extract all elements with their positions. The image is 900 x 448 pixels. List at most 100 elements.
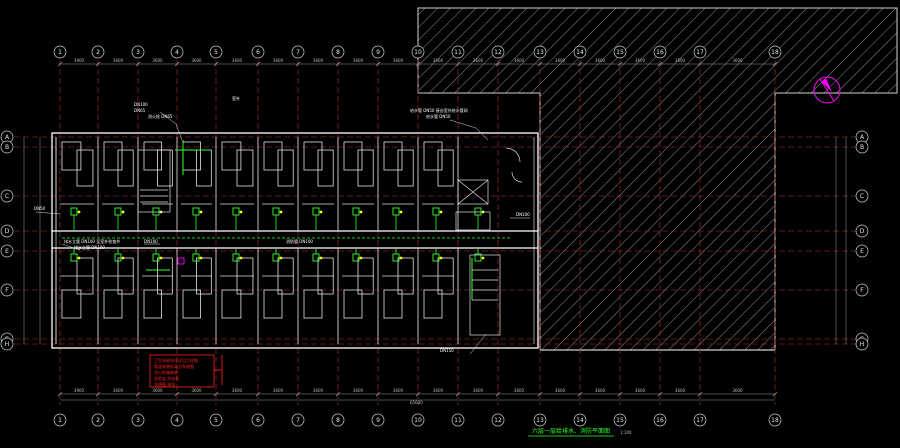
svg-text:E: E [5,248,9,255]
svg-text:A: A [860,134,865,141]
svg-text:9: 9 [376,417,380,424]
axis-bubble-bottom-15: 15 [613,413,627,427]
svg-text:8: 8 [336,49,340,56]
svg-text:E: E [860,248,864,255]
axis-bubble-top-3: 3 [131,45,145,59]
axis-bubble-bottom-13: 13 [533,413,547,427]
note-8: DN50 [34,206,46,211]
svg-text:5: 5 [214,49,218,56]
svg-text:2: 2 [96,49,100,56]
axis-bubble-top-10: 10 [411,45,425,59]
note-6: 排水立管 DN100 至室外检查井 [64,238,120,244]
svg-text:1: 1 [58,417,62,424]
dimension-label-bottom: 3600 [635,388,646,393]
svg-text:B: B [5,144,9,151]
note-5: 给水管 DN50 [426,113,451,119]
axis-bubble-top-18: 18 [768,45,782,59]
dimension-label-top: 3600 [433,58,444,63]
north-arrow-icon [813,76,841,104]
dimension-label-bottom: 3600 [514,388,525,393]
svg-text:D: D [860,228,865,235]
dimension-label-bottom: 3600 [555,388,566,393]
axis-bubble-bottom-16: 16 [653,413,667,427]
svg-text:F: F [860,287,864,294]
svg-text:B: B [860,144,864,151]
axis-bubble-bottom-8: 8 [331,413,345,427]
dimension-label-top: 3600 [353,58,364,63]
note-7: 排水立管 DN100 [74,244,105,250]
dimension-label-bottom: 3600 [732,388,743,393]
dimension-label-bottom: 3600 [595,388,606,393]
axis-bubble-top-15: 15 [613,45,627,59]
svg-text:5: 5 [214,417,218,424]
svg-text:7: 7 [296,417,300,424]
dimension-label-bottom: 3600 [273,388,284,393]
svg-text:13: 13 [536,49,544,56]
svg-text:9: 9 [376,49,380,56]
axis-bubble-bottom-2: 2 [91,413,105,427]
svg-text:3: 3 [136,417,140,424]
red-note-5: 坐便器 淋浴 [154,381,175,387]
svg-text:4: 4 [175,49,179,56]
axis-bubble-top-9: 9 [371,45,385,59]
svg-text:16: 16 [656,417,664,424]
plumbing-pipes [62,140,512,300]
overall-dimension: 65600 [410,400,423,405]
axis-bubble-left-D: D [0,224,14,238]
axis-bubble-bottom-6: 6 [251,413,265,427]
axis-bubble-top-12: 12 [491,45,505,59]
axis-bubble-bottom-17: 17 [693,413,707,427]
axis-bubble-bottom-18: 18 [768,413,782,427]
svg-text:6: 6 [256,417,260,424]
axis-bubble-bottom-1: 1 [53,413,67,427]
svg-text:11: 11 [454,49,462,56]
dimension-label-top: 3600 [595,58,606,63]
dimension-label-top: 3600 [635,58,646,63]
drawing-title-block: 六层一层给排水、消防平面图 1:100 65600 [410,400,632,437]
axis-bubble-top-13: 13 [533,45,547,59]
dimension-label-top: 3600 [514,58,525,63]
svg-text:10: 10 [414,49,422,56]
axis-bubble-bottom-10: 10 [411,413,425,427]
axis-bubble-right-C: C [855,189,869,203]
axis-bubble-left-H: H [0,337,14,351]
dimension-label-bottom: 3600 [232,388,243,393]
axis-bubble-left-E: E [0,244,14,258]
dimension-label-top: 3600 [232,58,243,63]
svg-text:C: C [860,193,864,200]
red-note-3: 消火栓箱暗装 [154,369,178,375]
axis-bubble-top-4: 4 [170,45,184,59]
axis-bubble-bottom-11: 11 [451,413,465,427]
note-10: 消防管 DN100 [286,238,313,244]
axis-bubble-top-16: 16 [653,45,667,59]
axis-bubble-top-8: 8 [331,45,345,59]
axis-bubble-bottom-7: 7 [291,413,305,427]
dimension-label-bottom: 3600 [473,388,484,393]
axis-bubble-right-H: H [855,337,869,351]
axis-bubble-bottom-5: 5 [209,413,223,427]
svg-text:10: 10 [414,417,422,424]
svg-text:16: 16 [656,49,664,56]
hatched-area [417,7,898,351]
dimension-label-top: 3600 [273,58,284,63]
drawing-scale: 1:100 [620,430,632,435]
axis-bubble-left-C: C [0,189,14,203]
svg-text:11: 11 [454,417,462,424]
axis-bubble-bottom-14: 14 [573,413,587,427]
svg-text:4: 4 [175,417,179,424]
axis-bubble-top-14: 14 [573,45,587,59]
svg-text:18: 18 [771,49,779,56]
dimension-label-top: 3600 [113,58,124,63]
note-2: DN65 [134,108,146,113]
axis-bubble-bottom-9: 9 [371,413,385,427]
red-note-2: 管道安装标高见系统图 [154,363,194,369]
svg-text:C: C [5,193,9,200]
dimension-label-bottom: 3600 [313,388,324,393]
svg-text:1: 1 [58,49,62,56]
annotations: DN100 DN65 消火栓 DN65 给水管 DN50 接自室外给水管网 给水… [34,95,530,387]
svg-text:6: 6 [256,49,260,56]
axis-bubble-top-7: 7 [291,45,305,59]
dimension-label-top: 3600 [732,58,743,63]
dimension-label-bottom: 3900 [74,388,85,393]
dimension-lines: 3900 3600 3600 3600 3600 3600 3600 3600 3600 3600… [23,58,847,401]
